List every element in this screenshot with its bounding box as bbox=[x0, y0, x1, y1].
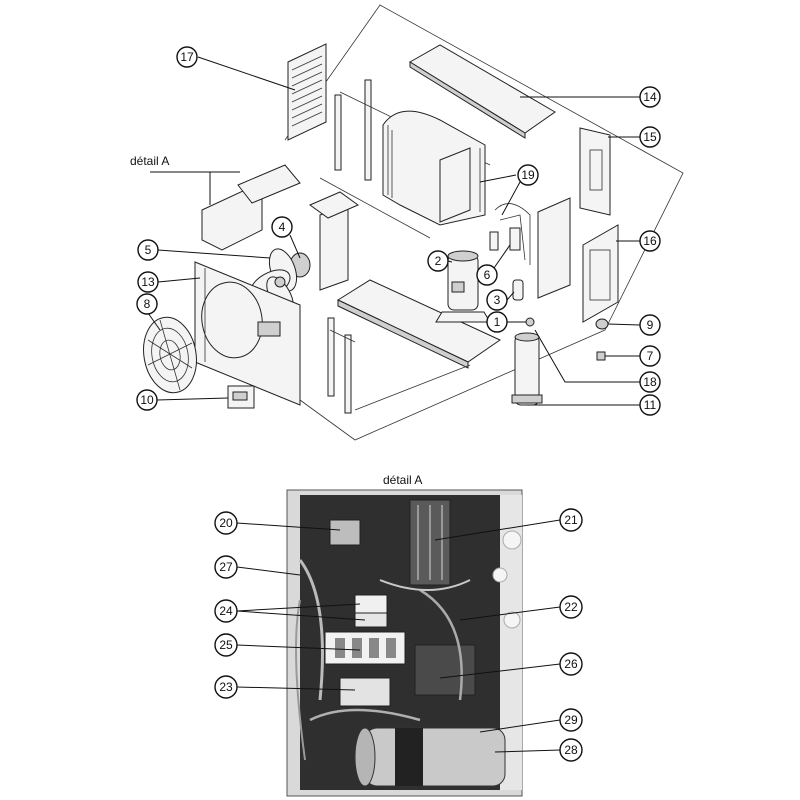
electrical-box-photo bbox=[286, 489, 523, 797]
callout-9-number: 9 bbox=[647, 318, 654, 332]
callout-26 bbox=[559, 652, 583, 676]
power-relay bbox=[329, 519, 361, 546]
callout-1 bbox=[486, 311, 508, 333]
compressor bbox=[435, 250, 491, 323]
callout-16-number: 16 bbox=[643, 234, 657, 248]
callout-10-number: 10 bbox=[140, 393, 154, 407]
callout-22-number: 22 bbox=[564, 600, 578, 614]
electrical-box-lid bbox=[237, 164, 301, 204]
side-panel-16 bbox=[582, 224, 619, 323]
callout-21 bbox=[559, 508, 583, 532]
callout-18-number: 18 bbox=[643, 375, 657, 389]
callout-3-number: 3 bbox=[494, 293, 501, 307]
callout-3 bbox=[486, 289, 508, 311]
callouts: 17 14 15 19 4 5 16 2 6 bbox=[136, 46, 661, 762]
contactor-lower bbox=[354, 612, 388, 628]
callout-19-number: 19 bbox=[521, 168, 535, 182]
callout-5-number: 5 bbox=[145, 243, 152, 257]
callout-1-number: 1 bbox=[494, 315, 501, 329]
callout-14-number: 14 bbox=[643, 90, 657, 104]
control-board bbox=[414, 644, 476, 696]
callout-2-number: 2 bbox=[435, 254, 442, 268]
base-plate-edge bbox=[337, 299, 469, 369]
callout-27-number: 27 bbox=[219, 560, 233, 574]
assembly-outline-top bbox=[284, 4, 684, 331]
cable-gland-hole bbox=[502, 530, 522, 550]
filter-drier bbox=[512, 279, 524, 301]
callout-4-number: 4 bbox=[279, 220, 286, 234]
callout-23-number: 23 bbox=[219, 680, 233, 694]
top-panel-edge bbox=[409, 61, 526, 139]
callout-28 bbox=[559, 738, 583, 762]
callout-20 bbox=[214, 511, 238, 535]
cable-gland-hole bbox=[492, 567, 508, 583]
callout-8-number: 8 bbox=[144, 297, 151, 311]
callout-6-number: 6 bbox=[484, 268, 491, 282]
callout-24 bbox=[214, 599, 238, 623]
exploded-view bbox=[143, 4, 684, 441]
callout-20-number: 20 bbox=[219, 516, 233, 530]
callout-25 bbox=[214, 633, 238, 657]
fan-bracket bbox=[319, 204, 349, 291]
callout-15 bbox=[639, 126, 661, 148]
detail-a-label-top: détail A bbox=[130, 154, 169, 168]
callout-13 bbox=[137, 271, 159, 293]
divider-panel bbox=[439, 147, 471, 223]
callout-23 bbox=[214, 675, 238, 699]
callout-8 bbox=[136, 293, 158, 315]
photo-side-wall bbox=[500, 495, 522, 790]
callout-4 bbox=[271, 216, 293, 238]
callout-25-number: 25 bbox=[219, 638, 233, 652]
callout-13-number: 13 bbox=[141, 275, 155, 289]
right-post bbox=[537, 197, 571, 299]
front-panel bbox=[194, 261, 301, 406]
side-panel-15 bbox=[579, 127, 611, 216]
callout-6 bbox=[476, 264, 498, 286]
water-connector bbox=[596, 351, 606, 361]
callout-17 bbox=[176, 46, 198, 68]
callout-18 bbox=[639, 371, 661, 393]
callout-11 bbox=[639, 394, 661, 416]
callout-26-number: 26 bbox=[564, 657, 578, 671]
refrigerant-piping bbox=[489, 203, 531, 265]
callout-11-number: 11 bbox=[644, 398, 657, 412]
detail-a-label-photo: détail A bbox=[383, 473, 422, 487]
transformer bbox=[339, 677, 391, 707]
callout-17-number: 17 bbox=[180, 50, 194, 64]
callout-14 bbox=[639, 86, 661, 108]
callout-29 bbox=[559, 708, 583, 732]
callout-19 bbox=[517, 164, 539, 186]
cable-gland-hole bbox=[503, 611, 521, 629]
start-capacitor bbox=[354, 727, 506, 787]
rear-grille bbox=[287, 43, 327, 141]
pressure-gauge bbox=[595, 318, 609, 330]
callout-5 bbox=[137, 239, 159, 261]
callout-28-number: 28 bbox=[564, 743, 578, 757]
callout-29-number: 29 bbox=[564, 713, 578, 727]
callout-9 bbox=[639, 314, 661, 336]
titanium-heat-exchanger bbox=[511, 332, 543, 406]
callout-15-number: 15 bbox=[643, 130, 657, 144]
callout-27 bbox=[214, 555, 238, 579]
callout-7-number: 7 bbox=[647, 349, 654, 363]
wiring-harness bbox=[295, 559, 471, 761]
callout-24-number: 24 bbox=[219, 604, 233, 618]
fan-bracket-top bbox=[308, 191, 360, 219]
callout-10 bbox=[136, 389, 158, 411]
callout-22 bbox=[559, 595, 583, 619]
electrical-box bbox=[201, 164, 301, 251]
callout-7 bbox=[639, 345, 661, 367]
callout-21-number: 21 bbox=[564, 513, 578, 527]
rear-grille-slats bbox=[291, 55, 323, 127]
callout-2 bbox=[427, 250, 449, 272]
pressure-switch bbox=[525, 317, 535, 327]
callout-16 bbox=[639, 230, 661, 252]
fan-guard bbox=[143, 316, 197, 394]
lower-frame bbox=[327, 317, 471, 414]
